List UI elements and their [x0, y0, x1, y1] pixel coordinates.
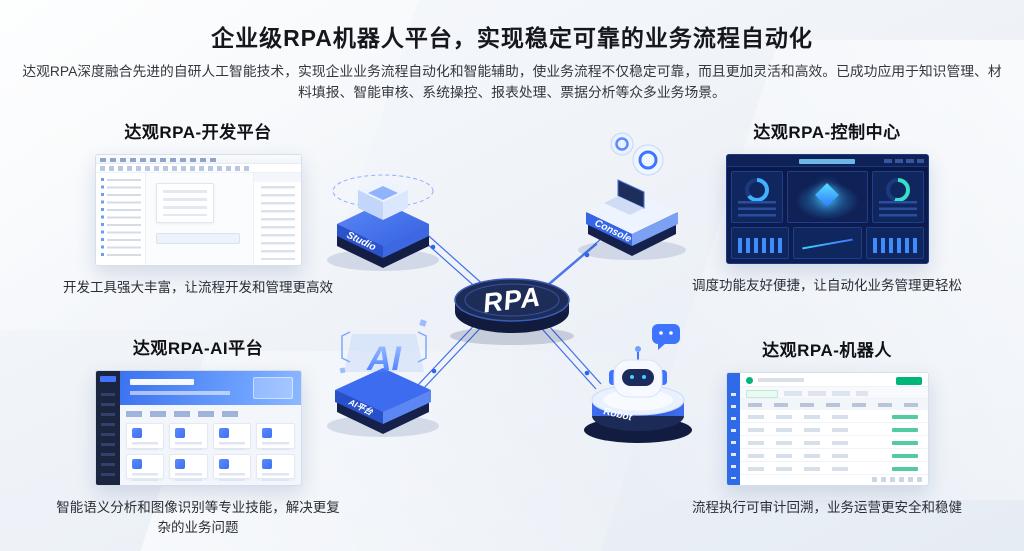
robot-topbar: [739, 373, 928, 387]
ai-skill-card: [125, 453, 164, 480]
ai-skill-card: [212, 453, 251, 480]
robot-action-button: [895, 376, 922, 385]
ai-node-icon: AI AI平台: [327, 319, 439, 437]
ai-banner: [119, 371, 301, 405]
dev-platform-title: 达观RPA-开发平台: [124, 123, 272, 142]
dev-body: [95, 173, 301, 265]
ai-skill-grid: [125, 423, 295, 480]
table-row: [739, 449, 928, 462]
robot-sidebar: [726, 373, 740, 485]
dev-menubar: [95, 155, 301, 164]
gauge-panel-left: [730, 171, 783, 223]
ai-banner-card: [252, 377, 293, 399]
ai-platform-caption: 智能语义分析和图像识别等专业技能，解决更复杂的业务问题: [56, 500, 340, 535]
bar-chart-panel: [730, 227, 789, 259]
connection-dots: [430, 244, 590, 376]
ai-skill-card: [169, 423, 208, 450]
dev-canvas: [145, 173, 253, 265]
control-header: [726, 155, 928, 167]
donut-gauge: [885, 178, 910, 202]
control-center-title: 达观RPA-控制中心: [753, 123, 901, 142]
section-ai-platform: 达观RPA-AI平台 智能语义分析和图像识别等专业技能，解决更复杂的业务问题: [55, 334, 341, 538]
bar-chart-panel: [865, 227, 924, 259]
control-center-caption: 调度功能友好便捷，让自动化业务管理更轻松: [692, 278, 962, 293]
section-robot: 达观RPA-机器人 流程执行可审计回溯，业务运营更安全和稳健: [684, 336, 970, 518]
ai-label: AI平台: [346, 396, 375, 417]
line-chart-panel: [792, 227, 862, 259]
page-subtitle: 达观RPA深度融合先进的自研人工智能技术，实现企业业务流程自动化和智能辅助，使业…: [22, 64, 1002, 100]
dev-tree-panel: [95, 173, 146, 265]
table-row: [739, 410, 928, 423]
rpa-architecture-diagram: Studio Console AI: [327, 132, 692, 443]
ai-skill-card: [212, 423, 251, 450]
ai-sidebar: [95, 371, 120, 485]
control-center-screenshot: [725, 154, 929, 264]
robot-caption: 流程执行可审计回溯，业务运营更安全和稳健: [692, 500, 962, 515]
page-title: 企业级RPA机器人平台，实现稳定可靠的业务流程自动化: [211, 25, 813, 51]
dev-property-panel: [252, 173, 301, 265]
dev-form-card: [155, 183, 214, 223]
section-control-center: 达观RPA-控制中心 调度功能友好便捷，让自动化业务管理更轻松: [684, 118, 970, 296]
ai-skill-card: [169, 453, 208, 480]
gauge-panel-right: [871, 171, 924, 223]
ai-skill-card: [125, 423, 164, 450]
studio-node-icon: Studio: [327, 174, 439, 271]
table-row: [739, 436, 928, 449]
console-node-icon: Console: [578, 132, 686, 260]
ai-skill-card: [256, 423, 295, 450]
dev-toolbar: [95, 164, 301, 173]
stat-lines: [878, 201, 917, 217]
dev-platform-caption: 开发工具强大丰富，让流程开发和管理更高效: [63, 280, 333, 295]
dev-platform-screenshot: [94, 154, 302, 266]
rpa-hub-label: RPA: [481, 282, 542, 319]
robot-screenshot: [725, 372, 929, 486]
section-dev-platform: 达观RPA-开发平台 开发工具强大丰富，让流程开发和管理更高效: [55, 118, 341, 298]
robot-label: Robot: [602, 406, 633, 423]
ai-hologram: AI: [366, 340, 403, 378]
connection-lines: [415, 228, 602, 390]
ai-tabs: [125, 411, 246, 417]
studio-label: Studio: [345, 230, 378, 254]
stat-lines: [737, 201, 776, 217]
ai-skill-card: [256, 453, 295, 480]
robot-filter-bar: [739, 387, 928, 399]
console-label: Console: [593, 218, 634, 245]
robot-node-icon: Robot: [584, 324, 692, 443]
table-row: [739, 423, 928, 436]
robot-table-header: [739, 399, 928, 410]
ai-platform-title: 达观RPA-AI平台: [132, 339, 264, 358]
robot-table: [739, 410, 928, 475]
robot-title: 达观RPA-机器人: [762, 341, 892, 360]
dev-input-row: [155, 233, 240, 244]
control-3d-panel: [786, 171, 868, 223]
table-row: [739, 462, 928, 475]
rpa-hub: RPA: [450, 278, 574, 345]
ai-platform-screenshot: [94, 370, 302, 486]
donut-gauge: [744, 178, 769, 202]
pagination: [871, 477, 922, 482]
